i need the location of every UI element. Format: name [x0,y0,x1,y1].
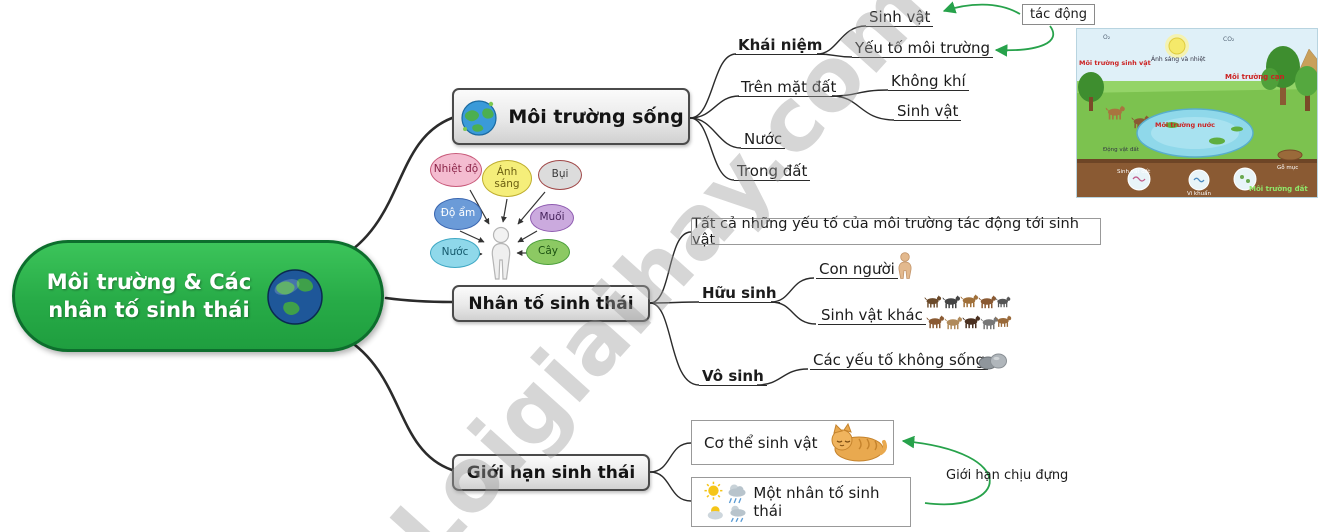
human-icon [898,252,912,279]
topic-moi-truong-song: Môi trường sống [452,88,690,145]
eco-label-vi-khuan: Vi khuẩn [1187,190,1211,197]
stones-icon [978,353,1007,370]
label-khai-niem: Khái niệm [735,36,826,55]
mot-nhan-to-sinh-thai-box: Một nhân tố sinh thái [691,477,911,527]
branch3-curves [649,442,692,502]
topic-moi-truong-song-label: Môi trường sống [508,105,684,128]
factor-nuoc: Nước [430,238,480,268]
label-yeu-to-moi-truong: Yếu tố môi trường [852,39,993,58]
eco-label-anh-sang-va-nhiet: Ánh sáng và nhiệt [1151,56,1206,63]
tac-dong-arrow-to-sinh-vat [942,1,1021,15]
factor-bui: Bụi [538,160,582,190]
factor-muoi: Muối [530,204,574,232]
root-node: Môi trường & Các nhân tố sinh thái [12,240,384,352]
eco-label-moi-truong-nuoc: Môi trường nước [1155,121,1215,129]
topic-nhan-to-sinh-thai-label: Nhân tố sinh thái [468,293,634,314]
label-khong-khi: Không khí [888,72,969,91]
label-tac-dong: tác động [1022,4,1096,25]
label-huu-sinh: Hữu sinh [699,284,780,303]
eco-label-moi-truong-dat: Môi trường đất [1249,185,1308,193]
weather-icons [704,481,746,523]
label-sinh-vat: Sinh vật [866,8,934,27]
label-vo-sinh: Vô sinh [699,367,767,386]
root-title-line1: Môi trường & Các [46,270,252,294]
factor-nhiet-do: Nhiệt độ [430,153,482,187]
label-tren-mat-dat: Trên mặt đất [738,78,840,97]
earth-nature-icon [461,99,497,136]
root-title-line2: nhân tố sinh thái [48,298,250,322]
eco-label-dong-vat-dat: Động vật đất [1103,146,1140,153]
cat-image [831,422,887,461]
factor-cay: Cây [526,239,570,265]
topic-nhan-to-sinh-thai: Nhân tố sinh thái [452,285,650,322]
co-the-sinh-vat-box: Cơ thể sinh vật [691,420,894,465]
factor-do-am: Độ ẩm [434,198,482,230]
animals-icons [924,294,1012,330]
eco-label-co2: CO₂ [1223,36,1235,43]
label-con-nguoi: Con người [816,260,898,279]
eco-label-sinh-vat-dat: Sinh vật đất [1117,168,1151,175]
label-cac-yeu-to-khong-song: Các yếu tố không sống [810,351,989,370]
root-title: Môi trường & Các nhân tố sinh thái [35,243,263,349]
factor-anh-sang: Ánh sáng [482,160,532,197]
definition-box: Tất cả những yếu tố của môi trường tác đ… [691,216,1101,248]
label-trong-dat: Trong đất [734,162,811,181]
eco-label-moi-truong-sinh-vat: Môi trường sinh vật [1079,59,1151,67]
eco-label-go-muc: Gỗ mục [1277,164,1298,171]
eco-label-o2: O₂ [1103,34,1111,41]
tac-dong-arrow-to-yeu-to [994,25,1055,57]
ecosystem-illustration: O₂ CO₂ Môi trường sinh vật Ánh sáng và n… [1076,28,1318,198]
topic-gioi-han-sinh-thai-label: Giới hạn sinh thái [466,462,636,483]
label-nuoc: Nước [741,130,786,149]
label-co-the-sinh-vat: Cơ thể sinh vật [704,433,818,452]
label-sinh-vat-2: Sinh vật [894,102,962,121]
label-gioi-han-chiu-dung: Giới hạn chịu đựng [946,468,1069,483]
earth-globe-icon [267,269,323,325]
label-sinh-vat-khac: Sinh vật khác [818,306,926,325]
eco-label-moi-truong-can: Môi trường cạn [1225,73,1285,81]
topic-gioi-han-sinh-thai: Giới hạn sinh thái [452,454,650,491]
person-figure-icon [491,226,511,280]
label-mot-nhan-to-sinh-thai: Một nhân tố sinh thái [753,484,880,520]
branch2-curves [649,231,817,386]
